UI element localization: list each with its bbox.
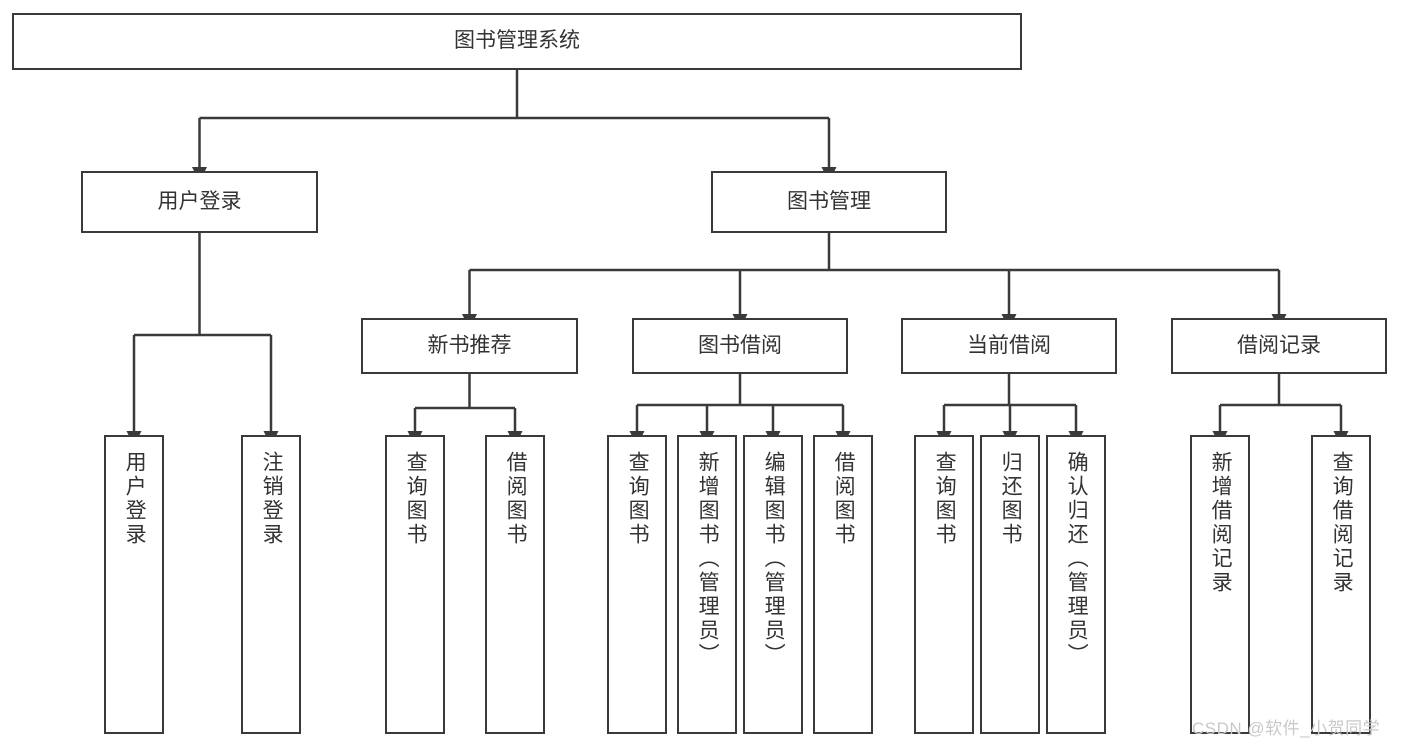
node-new-book-rec[interactable]: 新书推荐 bbox=[361, 318, 578, 374]
node-borrow-record[interactable]: 借阅记录 bbox=[1171, 318, 1387, 374]
node-label: 注销登录 bbox=[260, 451, 284, 547]
edge-group bbox=[126, 70, 1349, 446]
node-label: 查询借阅记录 bbox=[1330, 451, 1354, 595]
node-leaf-logout[interactable]: 注销登录 bbox=[241, 435, 301, 734]
node-label: 编辑图书（管理员） bbox=[762, 451, 786, 667]
node-root[interactable]: 图书管理系统 bbox=[12, 13, 1022, 70]
node-label: 用户登录 bbox=[123, 451, 147, 547]
node-leaf-query-book-3[interactable]: 查询图书 bbox=[914, 435, 974, 734]
node-leaf-confirm-return[interactable]: 确认归还（管理员） bbox=[1046, 435, 1106, 734]
node-label: 查询图书 bbox=[626, 451, 650, 547]
node-label: 查询图书 bbox=[933, 451, 957, 547]
node-leaf-edit-book[interactable]: 编辑图书（管理员） bbox=[743, 435, 803, 734]
node-user-login[interactable]: 用户登录 bbox=[81, 171, 318, 233]
node-leaf-borrow-book-2[interactable]: 借阅图书 bbox=[813, 435, 873, 734]
node-label: 新书推荐 bbox=[427, 333, 512, 357]
node-book-borrow[interactable]: 图书借阅 bbox=[632, 318, 848, 374]
node-leaf-query-record[interactable]: 查询借阅记录 bbox=[1311, 435, 1371, 734]
node-leaf-add-record[interactable]: 新增借阅记录 bbox=[1190, 435, 1250, 734]
node-label: 借阅记录 bbox=[1237, 333, 1321, 357]
node-label: 图书管理 bbox=[787, 189, 871, 213]
node-label: 新增图书（管理员） bbox=[696, 451, 720, 667]
node-book-manage[interactable]: 图书管理 bbox=[711, 171, 947, 233]
node-leaf-add-book[interactable]: 新增图书（管理员） bbox=[677, 435, 737, 734]
node-leaf-query-book-2[interactable]: 查询图书 bbox=[607, 435, 667, 734]
node-label: 借阅图书 bbox=[832, 451, 856, 547]
watermark: CSDN @软件_小贺同学 bbox=[1192, 719, 1381, 738]
node-label: 当前借阅 bbox=[967, 333, 1051, 357]
node-label: 确认归还（管理员） bbox=[1065, 451, 1089, 667]
node-label: 查询图书 bbox=[404, 451, 428, 547]
node-label: 用户登录 bbox=[157, 189, 242, 213]
node-label: 新增借阅记录 bbox=[1209, 451, 1233, 595]
node-label: 归还图书 bbox=[999, 451, 1023, 547]
node-label: 图书借阅 bbox=[698, 333, 782, 357]
node-leaf-query-book-1[interactable]: 查询图书 bbox=[385, 435, 445, 734]
node-leaf-borrow-book-1[interactable]: 借阅图书 bbox=[485, 435, 545, 734]
node-leaf-return-book[interactable]: 归还图书 bbox=[980, 435, 1040, 734]
node-current-borrow[interactable]: 当前借阅 bbox=[901, 318, 1117, 374]
node-label: 图书管理系统 bbox=[454, 29, 580, 53]
node-label: 借阅图书 bbox=[504, 451, 528, 547]
node-leaf-user-login[interactable]: 用户登录 bbox=[104, 435, 164, 734]
